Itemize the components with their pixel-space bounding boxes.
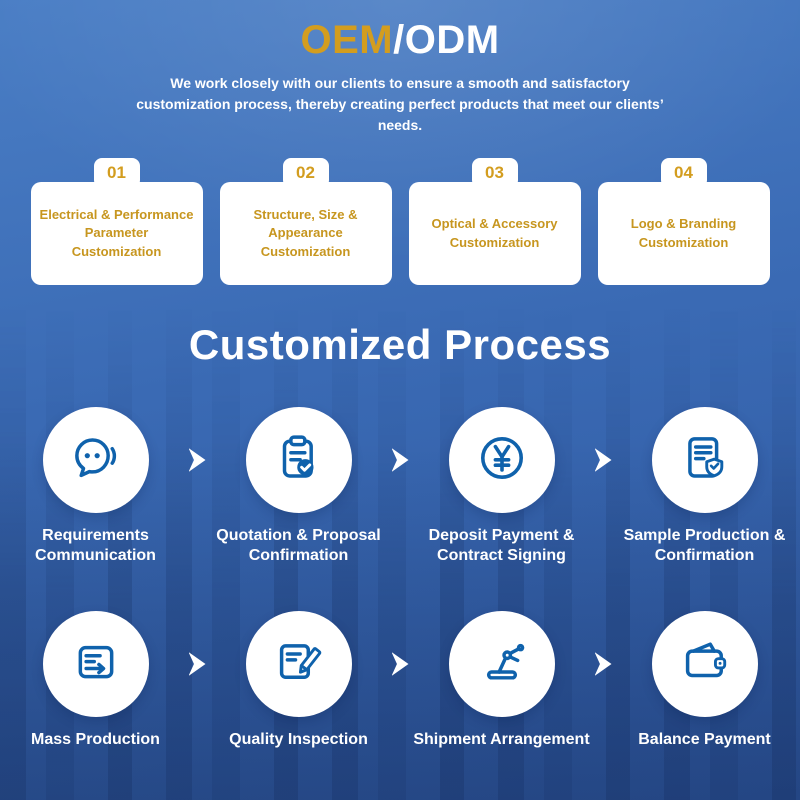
step-quotation-confirmation: Quotation & Proposal Confirmation (208, 407, 390, 567)
customization-cards: 01 Electrical & Performance Parameter Cu… (0, 158, 800, 285)
card-number-badge: 03 (471, 158, 518, 188)
process-title: Customized Process (188, 321, 612, 368)
arrow-right-icon (594, 651, 612, 676)
page-title: OEM/ODM (0, 0, 800, 63)
content: OEM/ODM We work closely with our clients… (0, 0, 800, 750)
chat-bubble-icon (67, 429, 125, 492)
step-circle (42, 610, 149, 717)
step-requirements-communication: Requirements Communication (5, 407, 187, 567)
step-circle (448, 407, 555, 513)
arrow-right-icon (188, 651, 206, 676)
arrow-right-icon (391, 448, 409, 472)
step-mass-production: Mass Production (5, 610, 187, 750)
step-label: Quality Inspection (229, 730, 368, 748)
step-label: Sample Production & Confirmation (623, 527, 786, 565)
step-sample-production: Sample Production & Confirmation (614, 407, 796, 567)
card-electrical-customization: 01 Electrical & Performance Parameter Cu… (30, 158, 203, 285)
step-deposit-payment: Deposit Payment & Contract Signing (411, 407, 593, 567)
card-optical-customization: 03 Optical & Accessory Customization (408, 158, 581, 285)
clipboard-check-icon (270, 429, 328, 492)
step-circle (245, 407, 352, 513)
card-number-badge: 01 (93, 158, 140, 188)
step-shipment-arrangement: Shipment Arrangement (411, 610, 593, 750)
wallet-icon (676, 632, 734, 695)
step-quality-inspection: Quality Inspection (208, 610, 390, 750)
card-number-badge: 04 (660, 158, 707, 188)
step-label: Requirements Communication (35, 527, 156, 565)
arrow-right-icon (391, 651, 409, 676)
step-label: Balance Payment (638, 730, 771, 748)
card-number-badge: 02 (282, 158, 329, 188)
card-label: Electrical & Performance Parameter Custo… (30, 182, 203, 285)
production-box-icon (67, 632, 125, 695)
process-row-2: Mass Production (0, 610, 800, 750)
step-circle (651, 407, 758, 513)
arrow-right-icon (188, 448, 206, 472)
step-circle (42, 407, 149, 513)
card-label: Structure, Size & Appearance Customizati… (219, 182, 392, 285)
step-label: Deposit Payment & Contract Signing (428, 527, 575, 565)
arrow-right-icon (594, 448, 612, 472)
card-label: Optical & Accessory Customization (408, 182, 581, 285)
title-oem: OEM (300, 18, 394, 62)
step-label: Quotation & Proposal Confirmation (216, 527, 381, 565)
card-logo-customization: 04 Logo & Branding Customization (597, 158, 770, 285)
step-circle (448, 610, 555, 717)
card-structure-customization: 02 Structure, Size & Appearance Customiz… (219, 158, 392, 285)
document-shield-icon (676, 429, 734, 492)
document-pencil-icon (270, 632, 328, 695)
card-label: Logo & Branding Customization (597, 182, 770, 285)
step-circle (651, 610, 758, 717)
intro-text: We work closely with our clients to ensu… (136, 75, 664, 133)
yen-coin-icon (472, 428, 532, 493)
step-balance-payment: Balance Payment (614, 610, 796, 750)
step-label: Mass Production (31, 730, 160, 748)
step-circle (245, 610, 352, 717)
title-odm: /ODM (393, 18, 500, 62)
step-label: Shipment Arrangement (413, 730, 590, 748)
process-row-1: Requirements Communication (0, 407, 800, 567)
robot-arm-icon (473, 632, 531, 695)
